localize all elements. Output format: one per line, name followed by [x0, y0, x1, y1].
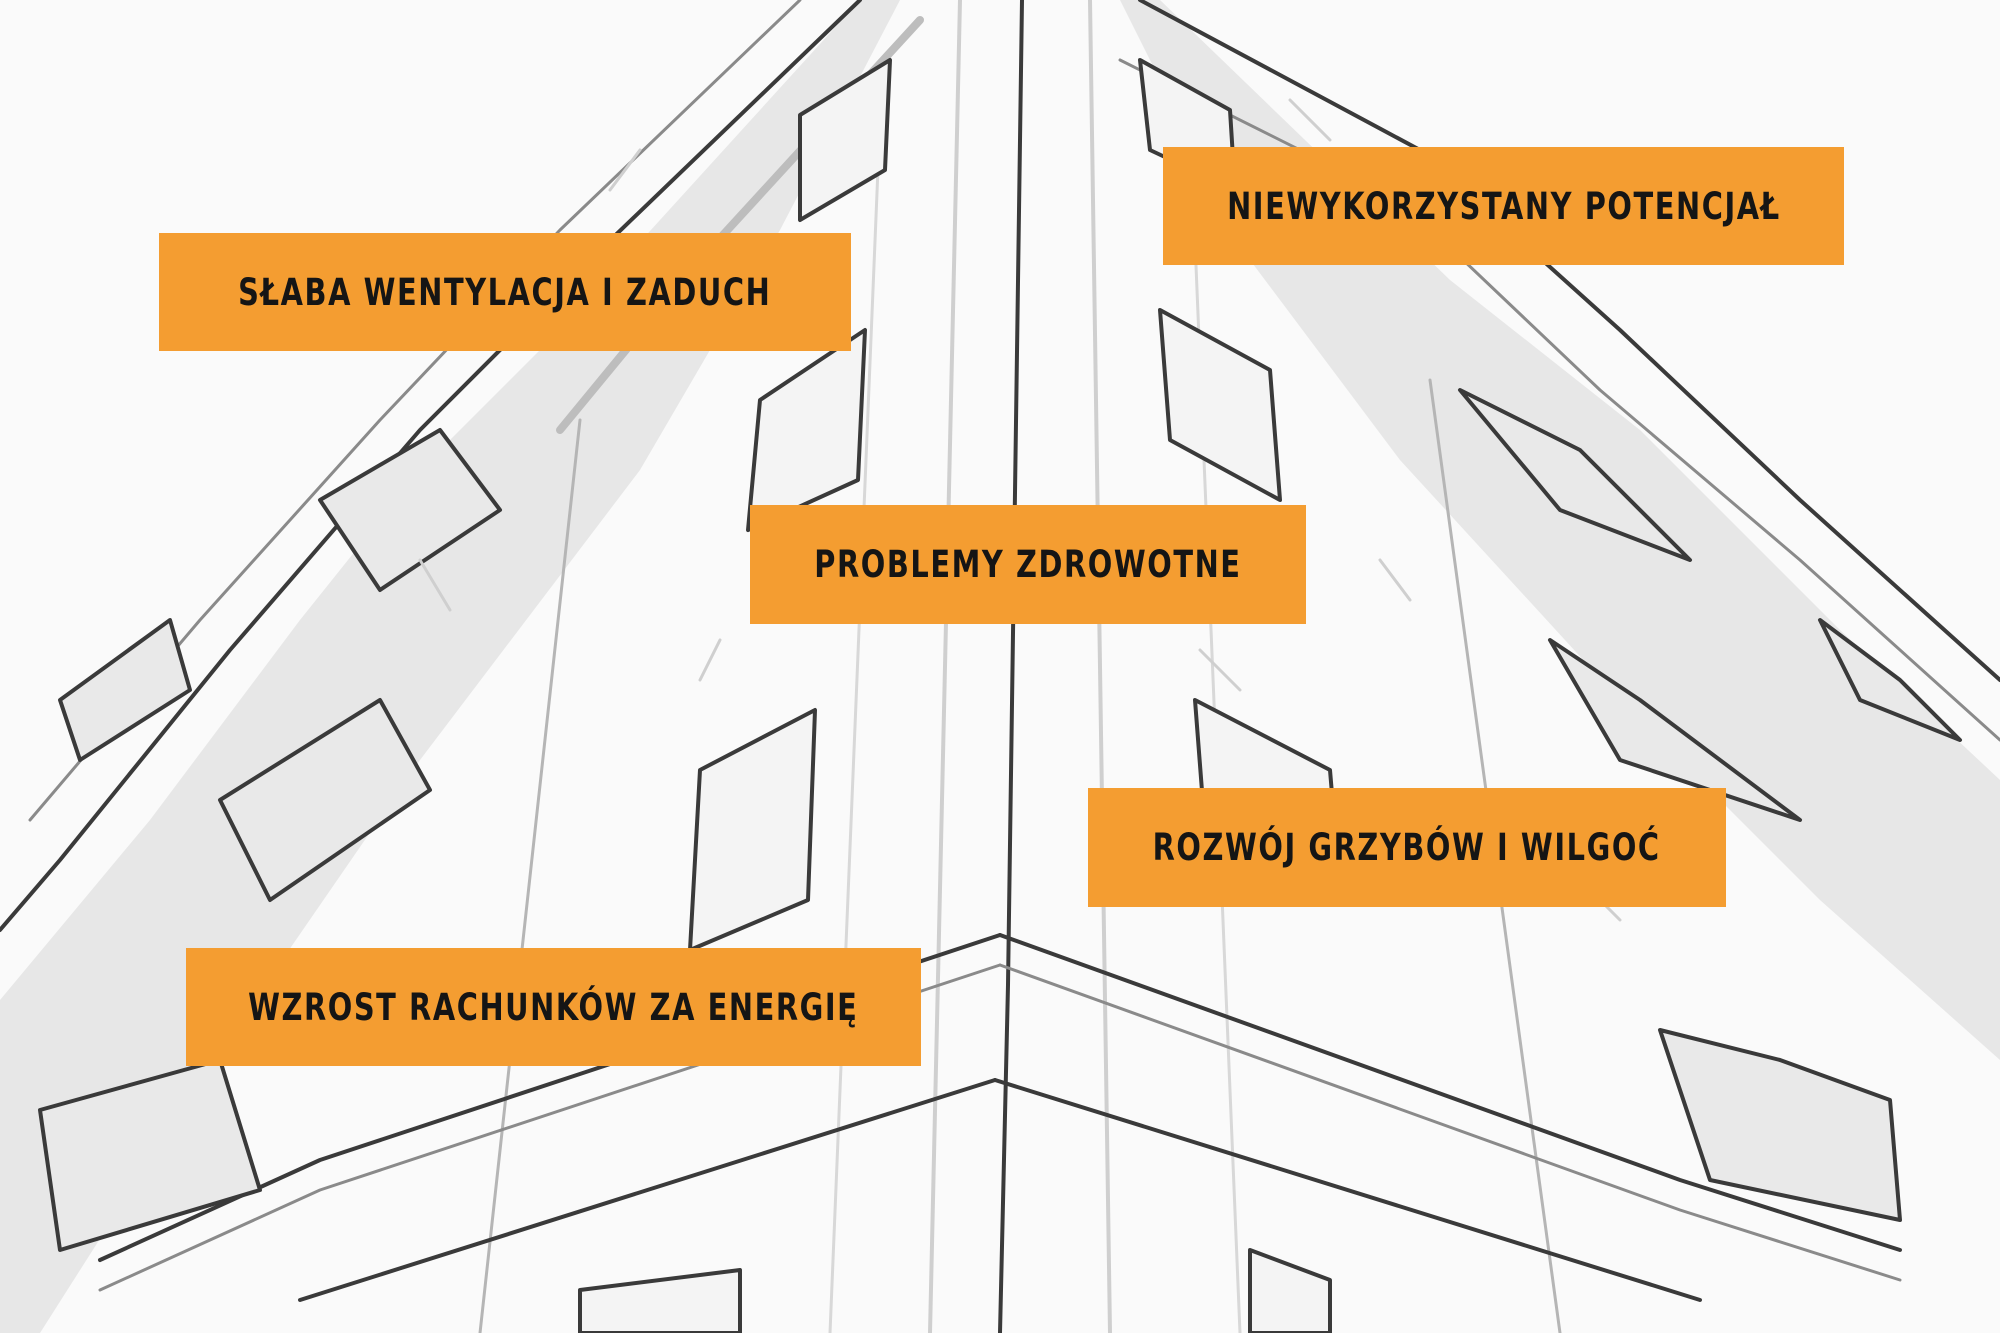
issue-label-text: Wzrost rachunków za energię: [248, 985, 859, 1029]
issue-label-mold-moisture: Rozwój grzybów i wilgoć: [1088, 788, 1726, 907]
issue-label-ventilation: Słaba wentylacja i zaduch: [159, 233, 851, 351]
issue-label-health-problems: Problemy zdrowotne: [750, 505, 1306, 624]
issue-label-energy-bills: Wzrost rachunków za energię: [186, 948, 921, 1066]
issue-label-text: Problemy zdrowotne: [814, 543, 1242, 586]
issue-label-text: Niewykorzystany potencjał: [1226, 184, 1781, 228]
issue-label-text: Słaba wentylacja i zaduch: [238, 270, 772, 314]
issue-label-text: Rozwój grzybów i wilgoć: [1153, 826, 1662, 869]
issue-label-unused-potential: Niewykorzystany potencjał: [1163, 147, 1844, 265]
